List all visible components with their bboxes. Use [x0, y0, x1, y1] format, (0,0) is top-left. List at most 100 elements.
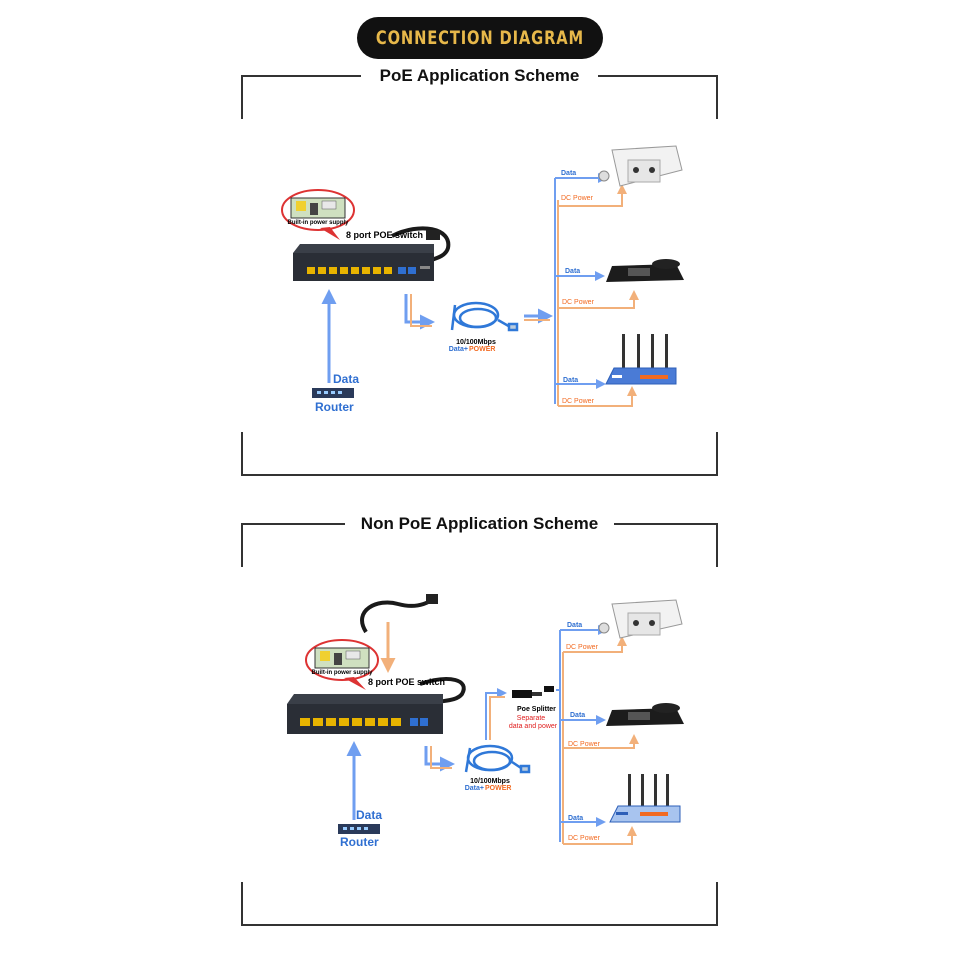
camera-power-label: DC Power — [566, 644, 599, 651]
ap-power-label: DC Power — [568, 835, 601, 842]
lan-port — [300, 718, 310, 726]
psu-bubble: Built-in power supply — [305, 639, 379, 690]
frame-line — [716, 523, 718, 567]
router-data-label: Data — [333, 372, 359, 386]
phone-power-link — [563, 734, 639, 749]
cable-splitter-arrow — [485, 688, 507, 740]
router-device-icon — [312, 388, 354, 398]
lan-port — [373, 267, 381, 274]
lan-port — [339, 718, 349, 726]
frame-line — [716, 75, 718, 119]
switch-label: 8 port POE switch — [346, 230, 423, 240]
frame-line — [241, 523, 243, 567]
ip-phone-icon — [606, 703, 684, 726]
poe-diagram: Built-in power supply 8 port POE switch … — [281, 145, 684, 414]
camera-power-link — [558, 184, 627, 207]
lan-port — [362, 267, 370, 274]
frame-line — [241, 474, 718, 476]
connection-diagram-banner: CONNECTION DIAGRAM — [357, 17, 603, 59]
camera-icon — [598, 599, 683, 639]
ip-phone-icon — [606, 259, 684, 282]
ap-power-link — [563, 826, 637, 845]
ap-power-link — [558, 386, 637, 407]
cable-data-label: Data+ — [465, 785, 484, 792]
nonpoe-scheme-title: Non PoE Application Scheme — [241, 514, 718, 534]
frame-line — [716, 882, 718, 926]
power-cord — [360, 596, 436, 634]
splitter-note-1: Separate — [517, 715, 546, 722]
lan-port — [326, 718, 336, 726]
switch-lan-ports — [307, 267, 392, 274]
poe-scheme-title: PoE Application Scheme — [241, 66, 718, 86]
router-label: Router — [315, 400, 354, 414]
switch-cable-arrow — [404, 294, 435, 330]
psu-bubble: Built-in power supply — [281, 189, 355, 240]
lan-port — [318, 267, 326, 274]
phone-power-label: DC Power — [568, 741, 601, 748]
frame-line — [241, 75, 361, 77]
frame-line — [241, 75, 243, 119]
lan-port — [351, 267, 359, 274]
camera-data-label: Data — [567, 622, 582, 629]
router-device-icon — [338, 824, 380, 834]
lan-port — [365, 718, 375, 726]
power-plug-icon — [426, 230, 440, 240]
switch-cable-arrow-power — [430, 746, 452, 769]
camera-icon — [598, 145, 683, 187]
camera-power-link — [563, 636, 627, 653]
cable-power-label: POWER — [485, 785, 511, 792]
wifi-router-icon — [609, 774, 681, 823]
frame-line — [241, 882, 243, 926]
phone-data-label: Data — [570, 712, 585, 719]
lan-port — [378, 718, 388, 726]
network-cable-icon — [464, 744, 531, 774]
frame-line — [241, 924, 718, 926]
wifi-router-icon — [605, 334, 677, 385]
phone-data-label: Data — [565, 268, 580, 275]
ap-power-label: DC Power — [562, 398, 595, 405]
psu-label: Built-in power supply — [288, 220, 350, 226]
banner-title: CONNECTION DIAGRAM — [375, 27, 585, 49]
frame-line — [241, 523, 345, 525]
ap-data-label: Data — [568, 815, 583, 822]
frame-line — [614, 523, 718, 525]
uplink-port — [408, 267, 416, 274]
uplink-port — [398, 267, 406, 274]
poe-panel-frame: PoE Application Scheme — [241, 66, 718, 476]
poe-splitter-icon — [512, 686, 554, 698]
cable-speed-label: 10/100Mbps — [456, 339, 496, 346]
lan-port — [307, 267, 315, 274]
lan-port — [391, 718, 401, 726]
switch-cable-arrow-power — [410, 294, 432, 327]
network-cable-icon — [450, 301, 519, 332]
cable-speed-label: 10/100Mbps — [470, 778, 510, 785]
ap-data-label: Data — [563, 377, 578, 384]
uplink-port — [420, 718, 428, 726]
router-label: Router — [340, 835, 379, 849]
uplink-port — [410, 718, 418, 726]
cable-splitter-arrow-power — [489, 696, 505, 740]
splitter-label: Poe Splitter — [517, 706, 556, 713]
lan-port — [329, 267, 337, 274]
frame-line — [241, 432, 243, 476]
nonpoe-switch — [287, 694, 443, 734]
switch-lan-ports — [300, 718, 401, 726]
lan-port — [384, 267, 392, 274]
router-data-label: Data — [356, 808, 382, 822]
lan-port — [313, 718, 323, 726]
lan-port — [352, 718, 362, 726]
cable-power-label: POWER — [469, 346, 495, 353]
cable-data-label: Data+ — [449, 346, 468, 353]
splitter-note-2: data and power — [509, 723, 558, 730]
lan-port — [340, 267, 348, 274]
poe-switch — [293, 244, 434, 281]
phone-power-link — [558, 290, 639, 309]
nonpoe-diagram: Built-in power supply 8 port POE switch … — [287, 594, 684, 849]
camera-data-label: Data — [561, 170, 576, 177]
frame-line — [716, 432, 718, 476]
switch-label: 8 port POE switch — [368, 677, 445, 687]
power-plug-icon — [426, 594, 438, 604]
phone-power-label: DC Power — [562, 299, 595, 306]
psu-label: Built-in power supply — [312, 670, 374, 676]
